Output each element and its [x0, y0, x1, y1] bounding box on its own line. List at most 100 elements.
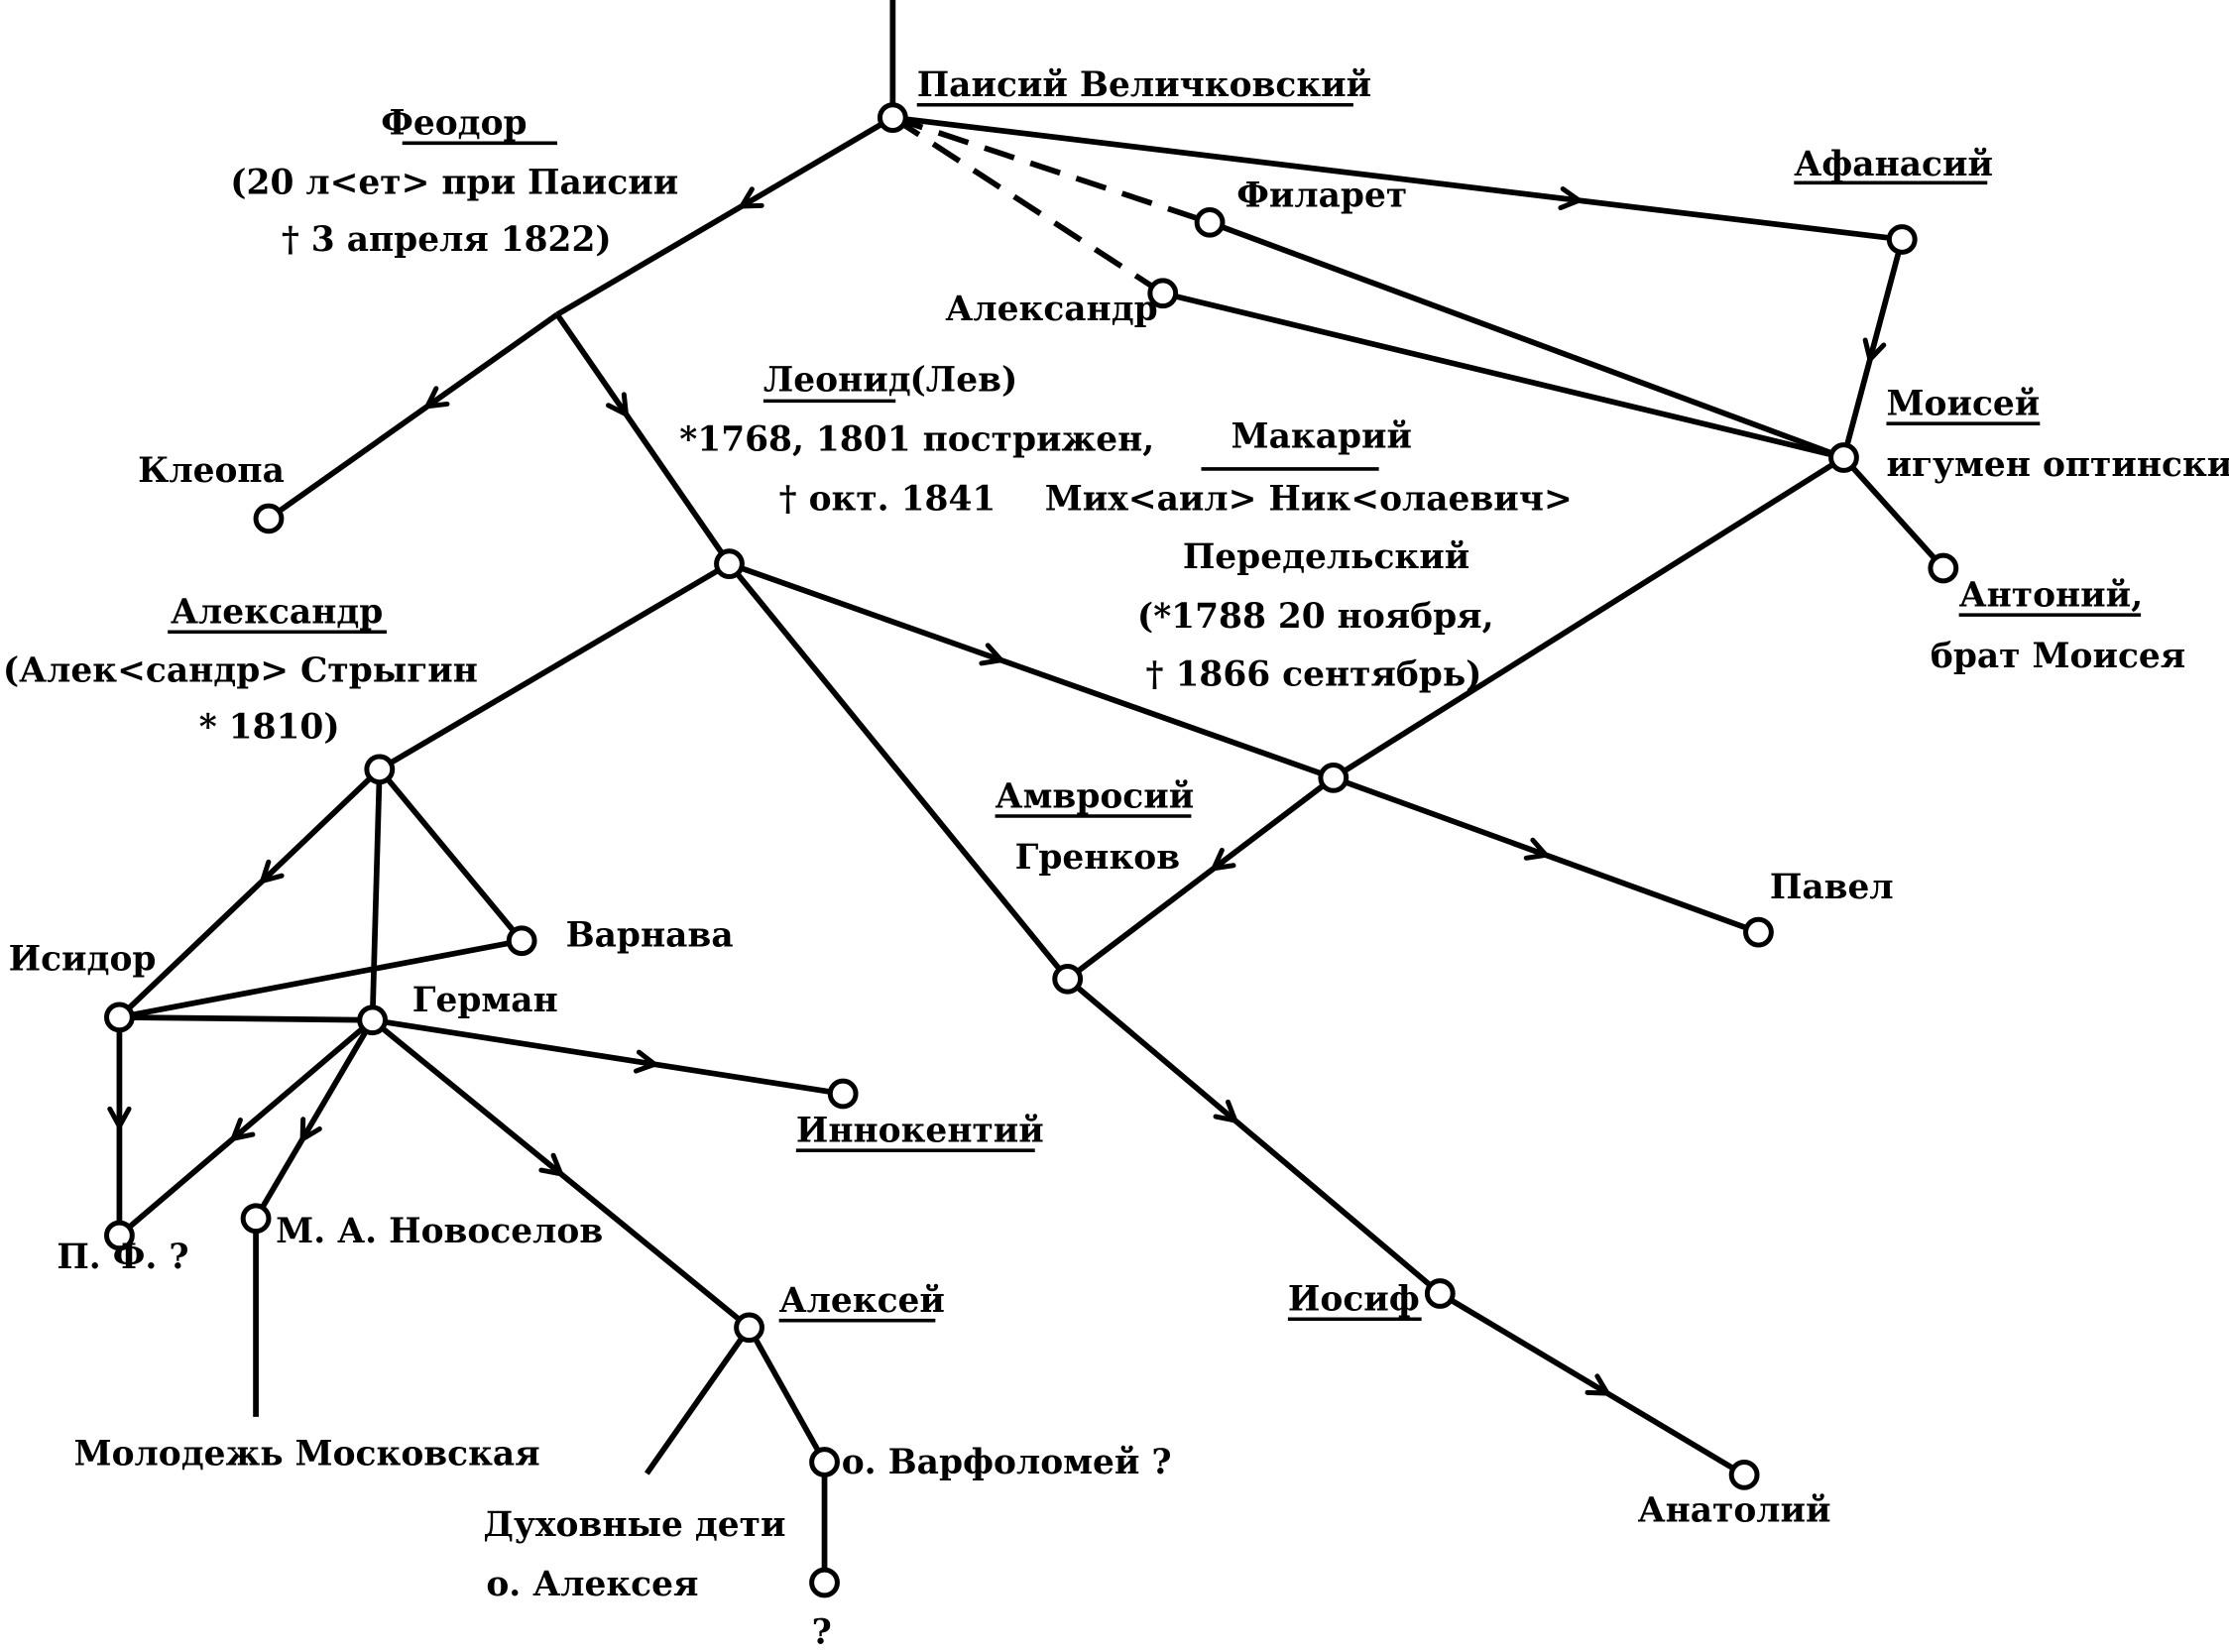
label-aleksandr-top: Александр	[945, 290, 1157, 329]
label-varnava: Варнава	[566, 916, 734, 956]
edges	[107, 0, 1945, 1583]
label-antoniy: Антоний,	[1959, 576, 2144, 616]
arrow-icon	[1523, 837, 1552, 861]
node-antoniy	[1928, 552, 1959, 584]
label-afanasiy: Афанасий	[1794, 145, 1993, 184]
label-novoselov: М. А. Новоселов	[276, 1212, 603, 1251]
arrow-icon	[737, 186, 764, 209]
arrow-icon	[633, 1049, 660, 1074]
arrow-icon	[1558, 186, 1584, 211]
node-paisiy	[877, 102, 908, 133]
node-kleopa	[253, 503, 285, 534]
arrow-icon	[299, 1117, 322, 1144]
node-isidor	[104, 1002, 135, 1033]
edge-iosif-anatoliy	[1438, 1291, 1746, 1477]
label-dukhovnye2: о. Алексея	[486, 1565, 698, 1604]
label-leonid-note2: † окт. 1841	[779, 479, 997, 519]
edge-isidor-varnava	[118, 937, 523, 1020]
edge-leonid-amvrosiy	[727, 561, 1070, 982]
arrow-icon	[605, 392, 630, 419]
label-unknown: ?	[812, 1612, 832, 1652]
edge-paisiy-alek1	[890, 115, 1165, 296]
label-leonid-alt: (Лев)	[910, 360, 1018, 400]
label-pf: П. Ф. ?	[57, 1238, 188, 1277]
arrow-icon	[979, 643, 1006, 666]
node-varnava	[506, 925, 537, 957]
label-feodor-note1: (20 л<ет> при Паисии	[230, 164, 678, 203]
arrow-icon	[107, 1106, 132, 1132]
label-amvrosiy: Амвросий	[996, 776, 1195, 816]
node-innokentiy	[827, 1078, 859, 1110]
edge-afanasiy-moisey	[1840, 238, 1906, 459]
label-makariy-note3: (*1788 20 ноября,	[1137, 597, 1494, 637]
edge-strygin-varnava	[377, 767, 525, 943]
label-molodezh: Молодежь Московская	[74, 1434, 540, 1474]
label-makariy-note4: † 1866 сентябрь)	[1146, 655, 1482, 695]
edge-makariy-amvrosiy	[1065, 775, 1336, 982]
edge-aleksey-dukh	[644, 1326, 752, 1475]
label-innokentiy: Иннокентий	[796, 1112, 1044, 1151]
node-afanasiy	[1886, 224, 1918, 255]
label-aleksandr-note2: * 1810)	[199, 707, 340, 747]
edge-strygin-isidor	[117, 767, 382, 1019]
arrow-icon	[538, 1152, 565, 1178]
node-alek1	[1147, 278, 1179, 309]
label-makariy-note2: Передельский	[1183, 537, 1469, 577]
arrow-icon	[1209, 847, 1236, 872]
label-varfolomey: о. Варфоломей ?	[842, 1443, 1172, 1482]
node-filaret	[1194, 206, 1226, 238]
label-leonid: Леонид	[763, 360, 911, 400]
edge-jf-kleopa	[267, 311, 559, 522]
node-iosif	[1424, 1278, 1456, 1309]
node-varfolomey	[809, 1447, 840, 1477]
edge-german-novoselov	[253, 1018, 376, 1221]
node-strygin	[364, 754, 396, 785]
edge-moisey-makariy	[1332, 455, 1846, 780]
edge-moisey-antoniy	[1841, 455, 1945, 570]
underlines	[168, 102, 2142, 1323]
edge-aleksey-varfolomey	[747, 1326, 828, 1464]
label-german: Герман	[412, 981, 558, 1020]
label-anatoliy: Анатолий	[1638, 1491, 1831, 1531]
label-feodor-note2: † 3 апреля 1822)	[282, 220, 612, 260]
label-aleksandr-note1: (Алек<сандр> Стрыгин	[3, 650, 478, 690]
label-antoniy-note: брат Моисея	[1931, 637, 2185, 676]
node-makariy	[1318, 763, 1349, 793]
edge-paisiy-afanasiy	[892, 114, 1903, 243]
edge-alek1-moisey	[1162, 290, 1845, 461]
edge-paisiy-jf	[555, 115, 894, 317]
node-novoselov	[240, 1203, 272, 1235]
label-moisey-note: игумен оптинский	[1886, 445, 2229, 485]
label-iosif: Иосиф	[1288, 1280, 1420, 1320]
label-dukhovnye1: Духовные дети	[483, 1505, 785, 1545]
label-amvrosiy-note: Гренков	[1015, 838, 1181, 878]
label-aleksandr: Александр	[171, 593, 383, 633]
labels: Паисий Величковский Феодор (20 л<ет> при…	[3, 65, 2229, 1652]
label-filaret: Филарет	[1236, 177, 1407, 216]
label-makariy: Макарий	[1232, 417, 1413, 457]
arrow-icon	[229, 1118, 256, 1142]
node-pavel	[1743, 916, 1774, 948]
edge-strygin-german	[369, 768, 383, 1020]
label-makariy-note1: Мих<аил> Ник<олаевич>	[1045, 479, 1573, 519]
label-moisey: Моисей	[1886, 385, 2040, 424]
node-pf	[104, 1220, 135, 1251]
edge-filaret-moisey	[1209, 219, 1845, 461]
label-isidor: Исидор	[9, 940, 157, 980]
edge-german-pf	[117, 1017, 375, 1239]
node-leonid	[714, 548, 745, 580]
node-anatoliy	[1728, 1460, 1760, 1490]
node-aleksey	[734, 1312, 764, 1344]
label-feodor: Феодор	[381, 104, 527, 144]
label-pavel: Павел	[1770, 868, 1894, 907]
arrow-icon	[422, 386, 450, 410]
edge-jf-leonid	[554, 312, 732, 566]
node-moisey	[1828, 442, 1859, 473]
edge-leonid-strygin	[378, 561, 731, 772]
node-amvrosiy	[1052, 963, 1084, 995]
label-paisiy: Паисий Величковский	[917, 65, 1371, 105]
edge-paisiy-filaret	[891, 114, 1211, 226]
arrow-icon	[1862, 337, 1887, 365]
nodes	[104, 102, 1959, 1598]
